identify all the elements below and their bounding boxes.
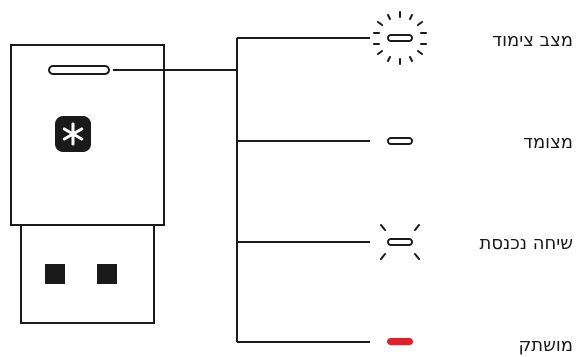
- led-blinking-icon: [373, 11, 427, 65]
- connector-lines: [113, 37, 370, 343]
- label-muted: מושתק: [519, 335, 573, 356]
- connector-contact-right: [97, 264, 117, 284]
- bluetooth-asterisk-icon: [55, 116, 91, 152]
- label-pairing-mode: מצב צימוד: [492, 30, 573, 51]
- usb-connector: [20, 224, 155, 324]
- led-red-icon: [387, 338, 413, 345]
- led-slot-icon: [48, 65, 110, 75]
- connector-contact-left: [45, 264, 65, 284]
- label-incoming-call: שיחה נכנסת: [480, 233, 573, 254]
- led-flashing-icon: [380, 224, 420, 260]
- led-solid-icon: [387, 137, 413, 145]
- label-paired: מצומד: [523, 132, 573, 153]
- usb-receiver: [10, 44, 165, 324]
